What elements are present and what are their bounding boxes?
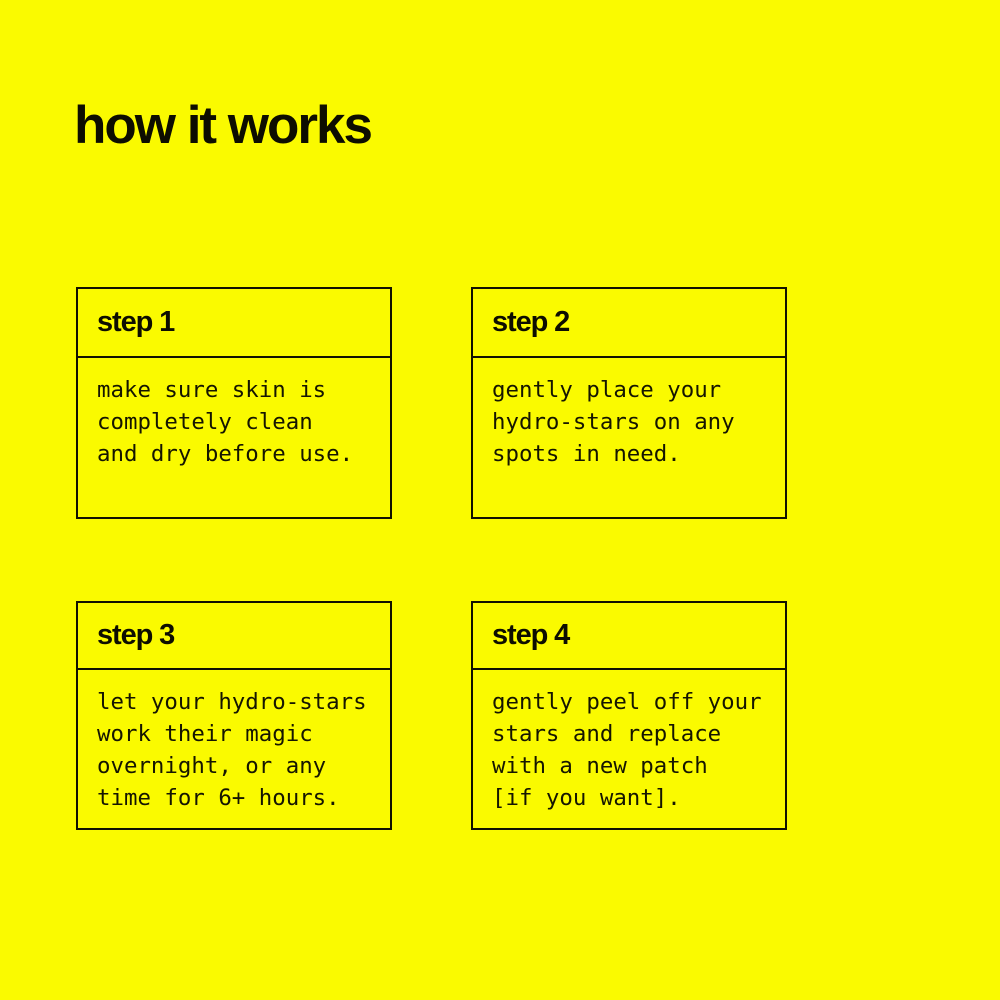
step-card-3: step 3 let your hydro-stars work their m… xyxy=(76,601,392,830)
step-card-4-title: step 4 xyxy=(492,618,570,651)
step-card-2: step 2 gently place your hydro-stars on … xyxy=(471,287,787,519)
step-card-2-line-3: spots in need. xyxy=(492,441,681,467)
step-card-3-header: step 3 xyxy=(78,603,390,670)
step-card-2-line-2: hydro-stars on any xyxy=(492,409,735,435)
step-card-1-line-2: completely clean xyxy=(97,409,313,435)
step-card-4: step 4 gently peel off your stars and re… xyxy=(471,601,787,830)
step-card-4-line-1: gently peel off your xyxy=(492,689,762,715)
step-card-1-line-1: make sure skin is xyxy=(97,377,327,403)
step-card-3-line-4: time for 6+ hours. xyxy=(97,785,340,811)
step-card-2-title: step 2 xyxy=(492,305,570,338)
step-card-3-title: step 3 xyxy=(97,618,175,651)
step-card-3-body: let your hydro-stars work their magic ov… xyxy=(78,670,390,814)
step-card-4-line-4: [if you want]. xyxy=(492,785,681,811)
step-card-3-line-1: let your hydro-stars xyxy=(97,689,367,715)
step-card-2-body: gently place your hydro-stars on any spo… xyxy=(473,358,785,470)
step-card-4-line-3: with a new patch xyxy=(492,753,708,779)
step-card-1-header: step 1 xyxy=(78,289,390,358)
step-card-1-body: make sure skin is completely clean and d… xyxy=(78,358,390,470)
step-card-3-line-3: overnight, or any xyxy=(97,753,327,779)
step-card-4-header: step 4 xyxy=(473,603,785,670)
step-card-2-header: step 2 xyxy=(473,289,785,358)
step-card-2-line-1: gently place your xyxy=(492,377,722,403)
step-card-4-line-2: stars and replace xyxy=(492,721,722,747)
step-card-1-title: step 1 xyxy=(97,305,175,338)
step-card-1-line-3: and dry before use. xyxy=(97,441,354,467)
step-card-4-body: gently peel off your stars and replace w… xyxy=(473,670,785,814)
step-card-3-line-2: work their magic xyxy=(97,721,313,747)
page-title: how it works xyxy=(74,96,373,155)
step-card-1: step 1 make sure skin is completely clea… xyxy=(76,287,392,519)
